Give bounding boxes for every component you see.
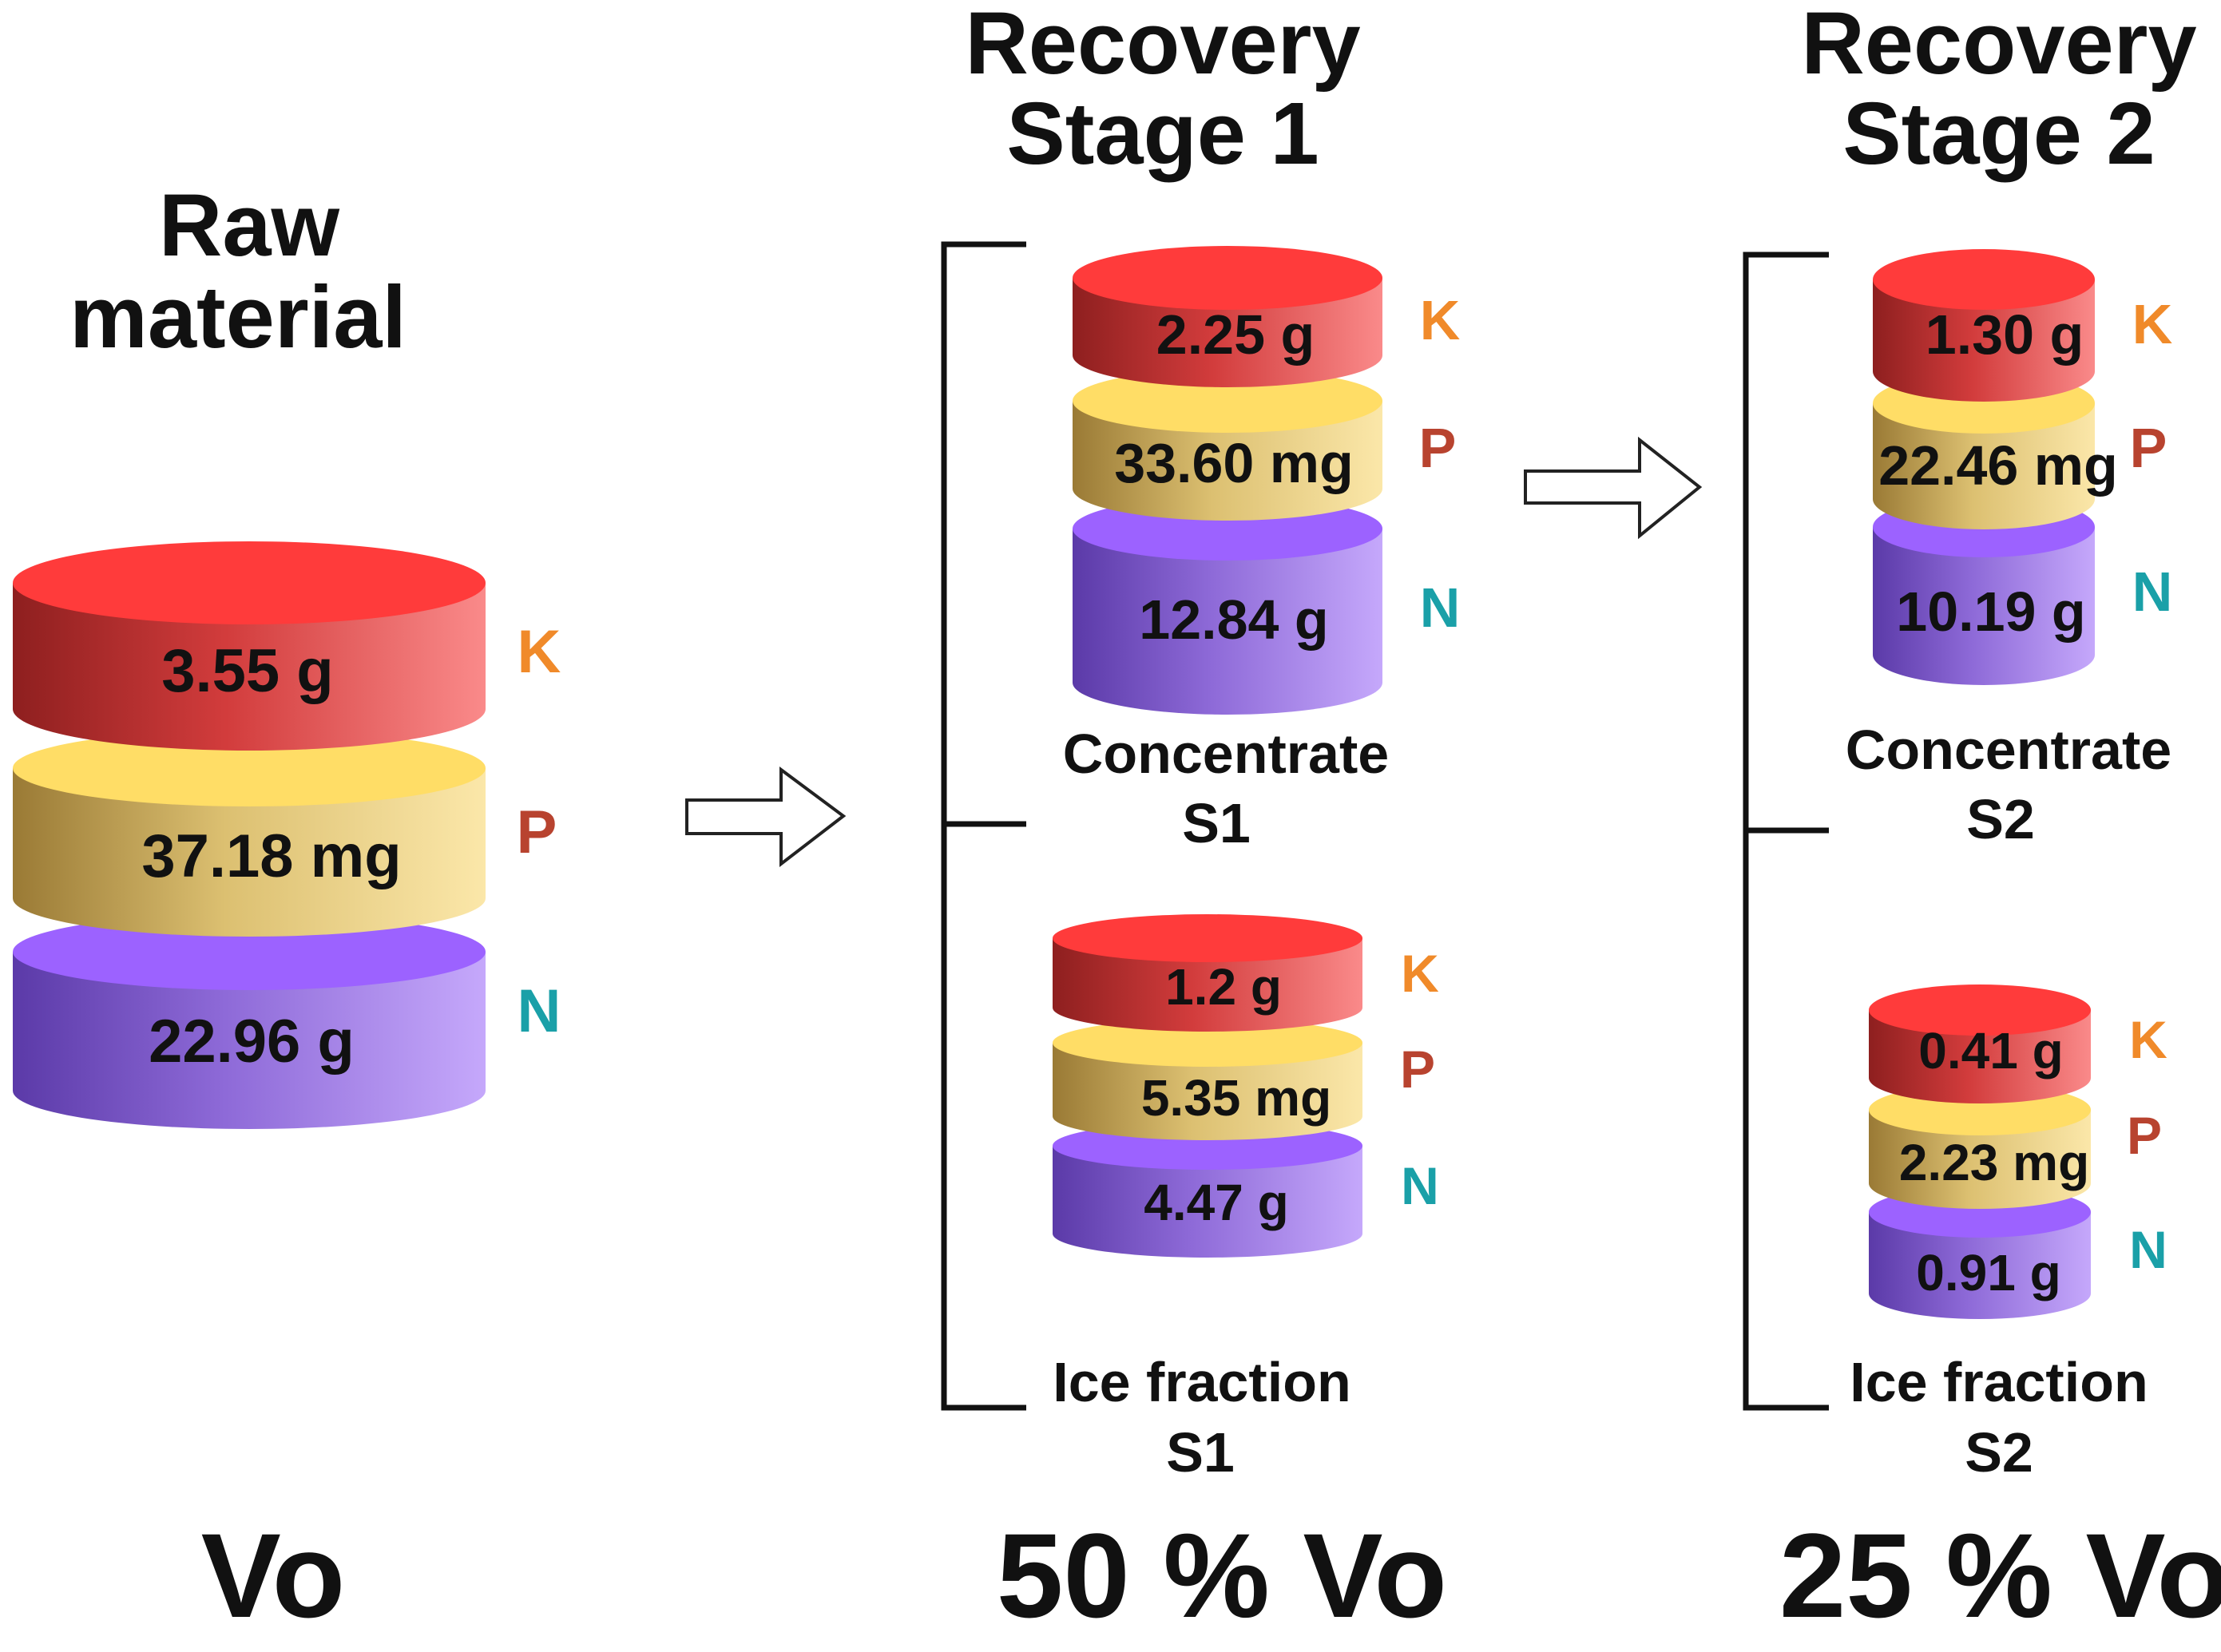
s2c-caption-line1: Concentrate [1846, 719, 2171, 781]
stage1-ice-cylinder [1053, 914, 1362, 1258]
s2c-p-value: 22.46 mg [1878, 434, 2118, 497]
raw-p-value: 37.18 mg [141, 822, 401, 890]
s1i-k-label: K [1401, 944, 1439, 1003]
s1i-n-layer [1053, 1146, 1362, 1258]
raw-k-value: 3.55 g [161, 637, 333, 705]
s1c-caption-line2: S1 [1182, 792, 1251, 854]
s1i-caption-line2: S1 [1166, 1421, 1235, 1484]
stage2-concentrate-cylinder [1873, 249, 2095, 685]
arrow-to-stage1-icon [685, 767, 847, 868]
raw-title-line1: Raw [159, 176, 340, 275]
s1c-k-value: 2.25 g [1156, 303, 1315, 366]
stage1-bracket [941, 241, 1026, 1411]
raw-n-value: 22.96 g [149, 1008, 355, 1076]
s2i-n-layer [1869, 1212, 2091, 1319]
s1c-k-layer-top [1073, 246, 1382, 310]
raw-n-label: N [518, 977, 561, 1045]
s2c-n-value: 10.19 g [1896, 580, 2085, 643]
s1c-n-layer [1073, 529, 1382, 715]
s2i-p-value: 2.23 mg [1899, 1134, 2089, 1191]
s1i-k-value: 1.2 g [1165, 958, 1282, 1016]
s1i-p-label: P [1400, 1040, 1435, 1099]
stage1-concentrate-cylinder [1073, 246, 1382, 715]
raw-n-layer-top [13, 913, 486, 990]
s1i-p-value: 5.35 mg [1141, 1069, 1331, 1127]
raw-material-cylinder [13, 541, 486, 1129]
s1i-p-layer [1053, 1043, 1362, 1140]
stage2-volume: 25 % Vo [1779, 1508, 2221, 1642]
s1i-n-value: 4.47 g [1144, 1174, 1288, 1231]
s1c-caption-line1: Concentrate [1063, 723, 1389, 785]
s2i-n-label: N [2129, 1220, 2167, 1279]
s2c-k-layer [1873, 279, 2095, 402]
s2c-caption-line2: S2 [1966, 788, 2035, 850]
raw-p-layer-top [13, 730, 486, 806]
stage1-title-line2: Stage 1 [1006, 85, 1319, 183]
s1c-n-value: 12.84 g [1139, 588, 1328, 651]
raw-volume: Vo [201, 1508, 346, 1642]
s2c-k-value: 1.30 g [1926, 303, 2084, 366]
s2i-p-label: P [2127, 1106, 2162, 1165]
stage2-title-line2: Stage 2 [1842, 85, 2155, 183]
s1i-k-layer-top [1053, 914, 1362, 962]
s2c-p-layer [1873, 403, 2095, 529]
s1c-n-label: N [1420, 576, 1461, 639]
s1c-p-label: P [1419, 417, 1457, 479]
raw-p-label: P [517, 798, 557, 866]
s1i-n-label: N [1401, 1156, 1439, 1215]
s2i-k-label: K [2129, 1010, 2167, 1069]
stage2-ice-cylinder [1869, 984, 2091, 1319]
s2i-k-value: 0.41 g [1918, 1022, 2063, 1080]
raw-n-layer [13, 952, 486, 1129]
stage2-title-line1: Recovery [1801, 0, 2196, 93]
s2i-caption-line1: Ice fraction [1850, 1351, 2148, 1413]
raw-k-layer-top [13, 541, 486, 624]
raw-title-line2: material [69, 268, 407, 366]
s1i-k-layer [1053, 938, 1362, 1032]
raw-k-label: K [518, 618, 561, 686]
s1i-p-layer-top [1053, 1019, 1362, 1067]
s2c-n-layer [1873, 527, 2095, 685]
stage1-title-line1: Recovery [965, 0, 1360, 93]
s1c-p-layer-top [1073, 369, 1382, 433]
stage1-volume: 50 % Vo [997, 1508, 1447, 1642]
s1c-p-value: 33.60 mg [1114, 432, 1354, 494]
s2c-k-label: K [2132, 293, 2173, 355]
s2i-k-layer [1869, 1010, 2091, 1103]
arrow-to-stage2-icon [1524, 436, 1703, 540]
s2i-p-layer [1869, 1110, 2091, 1209]
raw-p-layer [13, 768, 486, 937]
s1c-k-label: K [1420, 289, 1461, 351]
stage2-bracket [1743, 252, 1829, 1411]
s2i-n-value: 0.91 g [1916, 1244, 2060, 1301]
raw-k-layer [13, 583, 486, 751]
s2c-k-layer-top [1873, 249, 2095, 310]
s1i-caption-line1: Ice fraction [1053, 1351, 1350, 1413]
s2i-caption-line2: S2 [1965, 1421, 2033, 1484]
s2c-n-label: N [2132, 561, 2173, 623]
s2i-k-layer-top [1869, 984, 2091, 1036]
s2c-p-label: P [2130, 417, 2167, 479]
s1c-p-layer [1073, 401, 1382, 521]
